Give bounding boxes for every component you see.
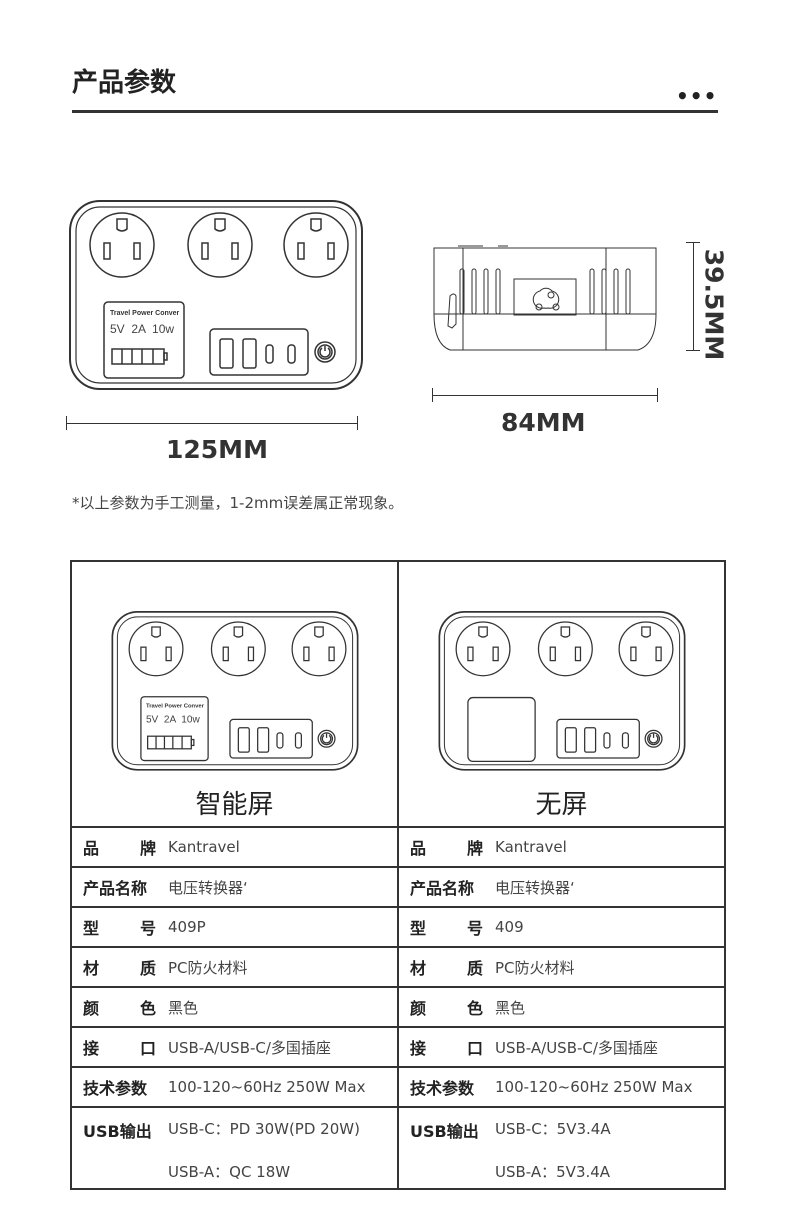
usb-output-value: USB-C：PD 30W(PD 20W) (168, 1120, 360, 1138)
variant-image-cell: Travel Power Conver 5V 2A 10w 智能屏 (70, 560, 399, 828)
spec-label: 号 (466, 919, 483, 938)
table-row: 接 口 USB-A/USB-C/多国插座 接 口 USB-A/USB-C/多国插座 (70, 1026, 726, 1068)
width-label: 125MM (166, 435, 268, 464)
usb-output-value: USB-C：5V3.4A (495, 1120, 611, 1138)
outlet-icon (537, 621, 593, 677)
c13-inlet-icon (532, 287, 560, 309)
table-row: 颜色黑色颜色黑色 (70, 986, 726, 1028)
lcd-display: Travel Power Conver 5V 2A 10w (139, 696, 209, 762)
height-dimension-line (693, 242, 694, 350)
power-button-icon (644, 729, 663, 748)
spec-label: 色 (139, 999, 156, 1018)
spec-value: Kantravel (168, 838, 240, 856)
spec-value: Kantravel (495, 838, 567, 856)
dimension-tick (657, 388, 658, 402)
spec-value: 黑色 (495, 998, 526, 1017)
svg-text:Travel Power Conver: Travel Power Conver (110, 310, 180, 317)
more-icon: ••• (676, 84, 718, 108)
variant-caption: 智能屏 (195, 790, 274, 820)
table-row: USB输出 USB-C：PD 30W(PD 20W) USB-A：QC 18W US… (70, 1106, 726, 1190)
spec-label: 型 (410, 919, 427, 938)
spec-label: 牌 (139, 839, 156, 858)
spec-value: 100-120~60Hz 250W Max (168, 1078, 366, 1096)
outlet-icon (283, 212, 349, 278)
spec-value: 409P (168, 918, 206, 936)
table-row: 型 号 409P 型 号 409 (70, 906, 726, 948)
svg-text:5V 2A 10w: 5V 2A 10w (110, 322, 174, 336)
usb-output-value: USB-A：5V3.4A (495, 1163, 611, 1181)
spec-value: USB-A/USB-C/多国插座 (168, 1038, 331, 1057)
outlet-icon (128, 621, 184, 677)
spec-label: 技术参数 (410, 1079, 475, 1098)
usb-port-panel (555, 718, 640, 759)
spec-label: 材 (410, 959, 427, 978)
spec-label: 口 (466, 1039, 483, 1058)
spec-label: 颜 (410, 999, 427, 1018)
spec-label: 质 (139, 959, 156, 978)
dimension-tick (686, 242, 700, 243)
power-button-icon (314, 341, 336, 363)
spec-label: 号 (139, 919, 156, 938)
power-button-icon (317, 729, 336, 748)
dimension-tick (357, 416, 358, 430)
spec-value: 电压转换器‘ (168, 878, 248, 897)
spec-value: 100-120~60Hz 250W Max (495, 1078, 693, 1096)
title-divider (72, 110, 718, 113)
usb-port-panel (209, 328, 309, 376)
svg-text:5V 2A 10w: 5V 2A 10w (145, 715, 200, 726)
depth-dimension-line (432, 395, 658, 396)
outlet-icon (617, 621, 674, 677)
dimension-tick (432, 388, 433, 402)
spec-value: 409 (495, 918, 524, 936)
table-row: 产品名称 电压转换器‘ 产品名称 电压转换器‘ (70, 866, 726, 908)
spec-label: 颜 (83, 999, 100, 1018)
spec-value: USB-A/USB-C/多国插座 (495, 1038, 658, 1057)
device-side-drawing (433, 245, 657, 351)
usb-output-value: USB-A：QC 18W (168, 1163, 291, 1181)
spec-value: 黑色 (168, 998, 199, 1017)
usb-port-panel (228, 718, 313, 759)
spec-label: 接 (83, 1039, 100, 1058)
blank-panel (466, 696, 536, 763)
spec-label: 品 (83, 839, 100, 858)
depth-label: 84MM (501, 408, 586, 437)
spec-label: 色 (466, 999, 483, 1018)
dimension-tick (66, 416, 67, 430)
table-row: 技术参数 100-120~60Hz 250W Max 技术参数 100-120~60H… (70, 1066, 726, 1108)
device-front-drawing: Travel Power Conver 5V 2A 10w (66, 195, 366, 393)
spec-label: USB输出 (83, 1122, 152, 1141)
outlet-icon (187, 212, 253, 278)
spec-value: PC防火材料 (495, 958, 575, 977)
outlet-icon (89, 212, 155, 278)
spec-label: 接 (410, 1039, 427, 1058)
outlet-icon (455, 621, 511, 677)
spec-label: 口 (139, 1039, 156, 1058)
spec-table: Travel Power Conver 5V 2A 10w 智能屏 (70, 560, 726, 1190)
spec-label: 技术参数 (83, 1079, 148, 1098)
variant-image-cell: 无屏 (397, 560, 726, 828)
outlet-icon (210, 621, 266, 677)
spec-value: 电压转换器‘ (495, 878, 575, 897)
measurement-note: *以上参数为手工测量，1-2mm误差属正常现象。 (72, 494, 404, 512)
spec-label: 材 (83, 959, 100, 978)
lcd-display: Travel Power Conver 5V 2A 10w (103, 301, 185, 379)
spec-value: PC防火材料 (168, 958, 248, 977)
width-dimension-line (66, 423, 358, 424)
spec-label: 型 (83, 919, 100, 938)
spec-label: 质 (466, 959, 483, 978)
spec-label: USB输出 (410, 1122, 479, 1141)
table-row: 材 质 PC防火材料 材 质 PC防火材料 (70, 946, 726, 988)
spec-label: 产品名称 (83, 879, 148, 898)
outlet-icon (290, 621, 347, 677)
page-title: 产品参数 (72, 68, 177, 98)
dimension-tick (686, 350, 700, 351)
table-row: 品 牌 Kantravel 品 牌 Kantravel (70, 826, 726, 868)
variant-caption: 无屏 (535, 790, 588, 820)
spec-label: 牌 (466, 839, 483, 858)
svg-text:Travel Power Conver: Travel Power Conver (145, 704, 204, 710)
spec-label: 产品名称 (410, 879, 475, 898)
height-label: 39.5MM (699, 248, 729, 361)
spec-label: 品 (410, 839, 427, 858)
